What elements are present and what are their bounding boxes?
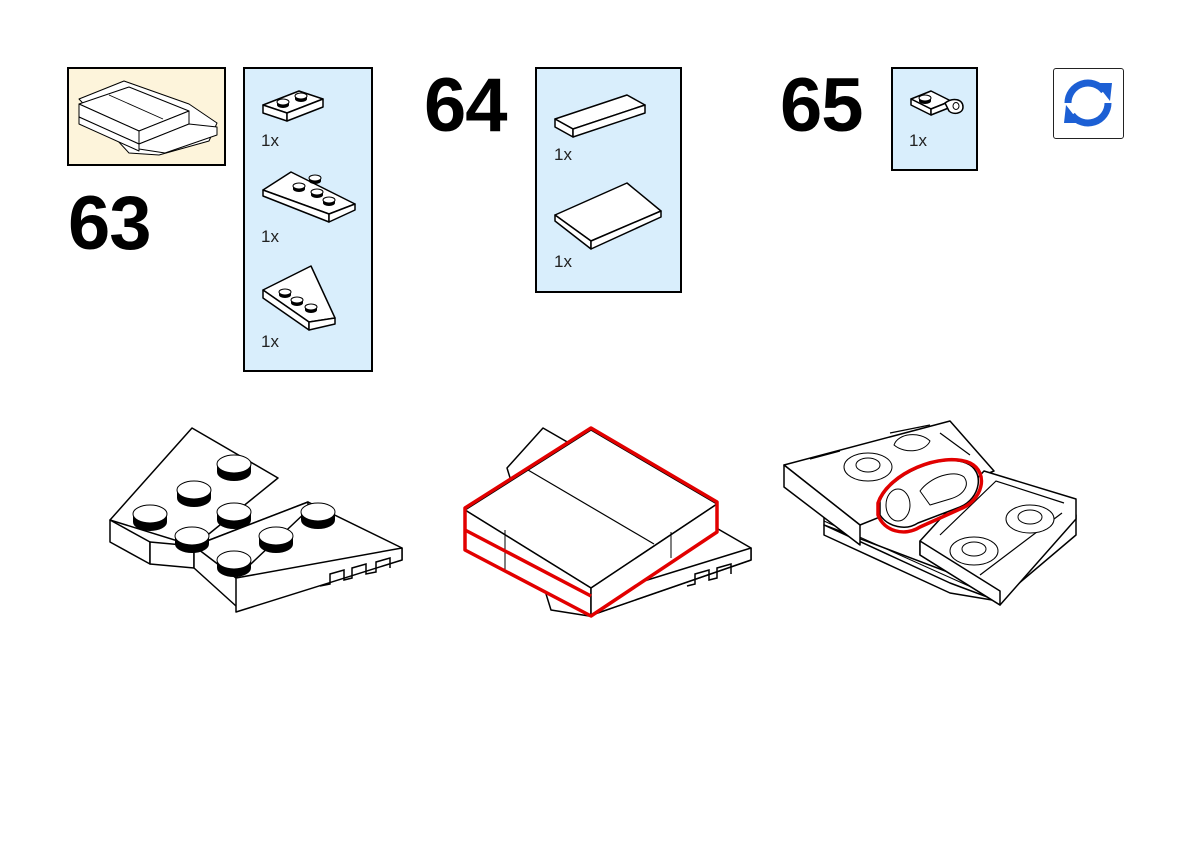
step-63-part-2-qty: 1x bbox=[261, 227, 279, 246]
step-63-part-3-wedge-plate bbox=[262, 265, 336, 331]
step-64-parts-callout: 1x 1x bbox=[535, 67, 682, 293]
step-65-number: 65 bbox=[780, 63, 864, 148]
step-64-assembly-image bbox=[463, 426, 752, 618]
step-64-part-2-qty: 1x bbox=[554, 252, 572, 271]
step-63-part-2-wedge-plate bbox=[262, 171, 356, 223]
step-64-part-2-tile-2x4 bbox=[554, 182, 662, 250]
step-64-part-1-qty: 1x bbox=[554, 145, 572, 164]
step-64-number: 64 bbox=[424, 63, 508, 148]
step-64-part-1-tile-1x4 bbox=[554, 94, 646, 138]
rotate-arrows-icon bbox=[1064, 79, 1112, 127]
step-63-part-3-qty: 1x bbox=[261, 332, 279, 351]
step-63-part-1-qty: 1x bbox=[261, 131, 279, 150]
step-63-number: 63 bbox=[68, 181, 152, 266]
step-63-preview-callout bbox=[67, 67, 226, 166]
step-63-parts-callout: 1x 1x 1x bbox=[243, 67, 373, 372]
step-63-preview-image bbox=[78, 80, 218, 156]
step-65-part-1-qty: 1x bbox=[909, 131, 927, 150]
step-65-assembly-image bbox=[783, 420, 1077, 606]
rotate-view-button[interactable] bbox=[1053, 68, 1124, 139]
step-63-assembly-image bbox=[109, 427, 403, 613]
step-65-part-1-clip-plate bbox=[910, 90, 964, 116]
step-65-parts-callout: 1x bbox=[891, 67, 978, 171]
step-63-part-1-plate-1x2 bbox=[262, 90, 324, 122]
